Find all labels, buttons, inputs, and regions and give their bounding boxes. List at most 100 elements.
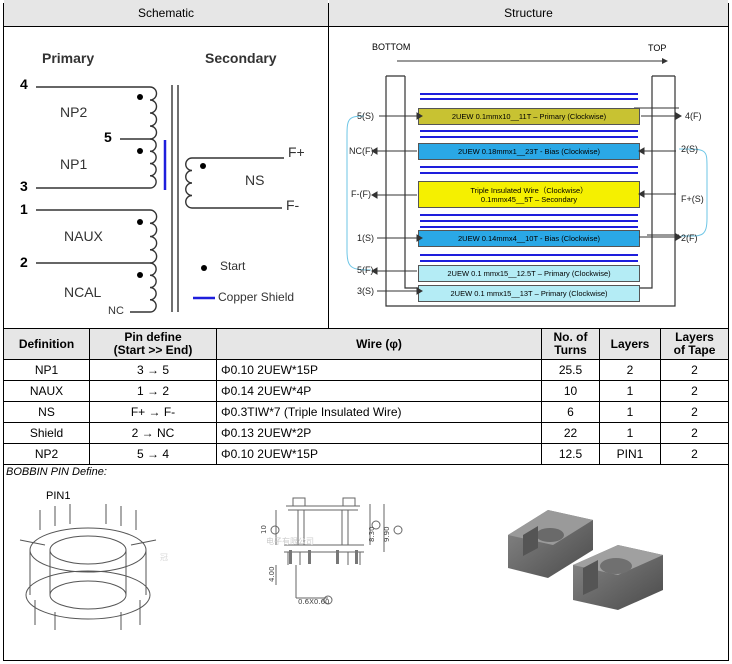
cell-wire: Φ0.3TIW*7 (Triple Insulated Wire) [216,401,542,423]
dimension-watermark: 电子有限公司 [266,536,314,546]
structure-header: Structure [329,0,728,27]
legend-start-label: Start [220,259,246,273]
winding-np2-label: NP2 [60,104,88,120]
top-label: TOP [648,43,667,53]
cell-turns: 25.5 [541,359,600,381]
primary-label: Primary [42,50,95,66]
cell-definition: NS [3,401,90,423]
cell-layers: 2 [599,359,661,381]
cell-turns: 6 [541,401,600,423]
cell-tape-layers: 2 [660,401,729,423]
pin-1-label: 1 [20,201,28,217]
winding-layer-4: 2UEW 0.14mmx4__10T - Bias (Clockwise) [418,230,640,247]
winding-ncal-label: NCAL [64,284,102,300]
cell-pin-define: F+ → F- [89,401,217,423]
cell-definition: Shield [3,422,90,444]
cell-wire: Φ0.13 2UEW*2P [216,422,542,444]
pin-label-2f: 2(F) [681,233,698,243]
table-row: NAUX 1 → 2 Φ0.14 2UEW*4P 10 1 2 [3,380,729,402]
tape-line [420,93,638,95]
dim-pin: 0.6X0.60 [298,598,330,606]
pin-label-2s: 2(S) [681,144,699,154]
cell-pin-define: 5 → 4 [89,443,217,465]
pin-label-fpluss: F+(S) [681,194,704,204]
pin-label-ncf: NC(F) [349,146,374,156]
pin-fminus-label: F- [286,197,300,213]
cell-tape-layers: 2 [660,359,729,381]
tape-line [420,260,638,262]
dim-10: 10 [260,525,268,534]
schematic-header: Schematic [4,0,328,27]
pin-2-label: 2 [20,254,28,270]
pin-label-fminusf: F-(F) [351,189,371,199]
pin-label-3s: 3(S) [357,286,375,296]
bobbin-drawing: 冠 [19,504,168,630]
winding-layer-5: 2UEW 0.1 mmx15__12.5T – Primary (Clockwi… [418,265,640,282]
cell-wire: Φ0.10 2UEW*15P [216,443,542,465]
tape-line [420,254,638,256]
winding-np1-label: NP1 [60,156,88,172]
cell-tape-layers: 2 [660,422,729,444]
winding-spec-table: Definition Pin define (Start >> End) Wir… [3,328,729,465]
cell-layers: 1 [599,401,661,423]
cell-turns: 12.5 [541,443,600,465]
tape-line [420,214,638,216]
cell-layers: 1 [599,422,661,444]
panel-divider [328,4,329,328]
bobbin-watermark: 冠 [160,553,168,562]
schematic-drawing [36,85,284,313]
winding-layer-3: Triple Insulated Wire（Clockwise）0.1mmx45… [418,181,640,208]
table-row: NP1 3 → 5 Φ0.10 2UEW*15P 25.5 2 2 [3,359,729,381]
cell-wire: Φ0.14 2UEW*4P [216,380,542,402]
cell-tape-layers: 2 [660,443,729,465]
cell-layers: 1 [599,380,661,402]
cell-pin-define: 2 → NC [89,422,217,444]
cell-layers: PIN1 [599,443,661,465]
dim-9-90: 9.90 [383,526,391,542]
col-definition: Definition [3,328,90,360]
pin-label-1s: 1(S) [357,233,375,243]
tape-line [420,172,638,174]
pin-3-label: 3 [20,178,28,194]
table-row: NP2 5 → 4 Φ0.10 2UEW*15P 12.5 PIN1 2 [3,443,729,465]
tape-line [420,226,638,228]
col-wire: Wire (φ) [216,328,542,360]
pin-nc-label: NC [108,305,124,317]
dim-4-00: 4.00 [268,566,276,582]
tape-line [420,98,638,100]
cell-definition: NAUX [3,380,90,402]
tape-line [420,166,638,168]
cell-turns: 10 [541,380,600,402]
col-turns: No. of Turns [541,328,600,360]
ferrite-core-image [508,510,663,610]
tape-line [420,130,638,132]
winding-ns-label: NS [245,172,265,188]
cell-turns: 22 [541,422,600,444]
secondary-label: Secondary [205,50,277,66]
winding-naux-label: NAUX [64,228,103,244]
cell-pin-define: 1 → 2 [89,380,217,402]
pin-5-label: 5 [104,129,112,145]
legend-shield-label: Copper Shield [218,290,295,304]
table-row: NS F+ → F- Φ0.3TIW*7 (Triple Insulated W… [3,401,729,423]
cell-pin-define: 3 → 5 [89,359,217,381]
bottom-label: BOTTOM [372,42,411,52]
table-header-row: Definition Pin define (Start >> End) Wir… [3,328,729,360]
tape-line [420,136,638,138]
dim-8-30: 8.30 [368,526,376,542]
bobbin-title: BOBBIN PIN Define: [6,466,107,478]
pin-fplus-label: F+ [288,144,305,160]
cell-wire: Φ0.10 2UEW*15P [216,359,542,381]
pin-label-5f: 5(F) [357,265,374,275]
cell-tape-layers: 2 [660,380,729,402]
col-tape-layers: Layers of Tape [660,328,729,360]
col-pin-define: Pin define (Start >> End) [89,328,217,360]
cell-definition: NP2 [3,443,90,465]
pin1-label: PIN1 [46,490,71,502]
pin-4-label: 4 [20,76,28,92]
pin-label-4f: 4(F) [685,111,702,121]
cell-definition: NP1 [3,359,90,381]
pin-arrows [371,112,682,295]
pin-label-5s: 5(S) [357,111,375,121]
table-row: Shield 2 → NC Φ0.13 2UEW*2P 22 1 2 [3,422,729,444]
